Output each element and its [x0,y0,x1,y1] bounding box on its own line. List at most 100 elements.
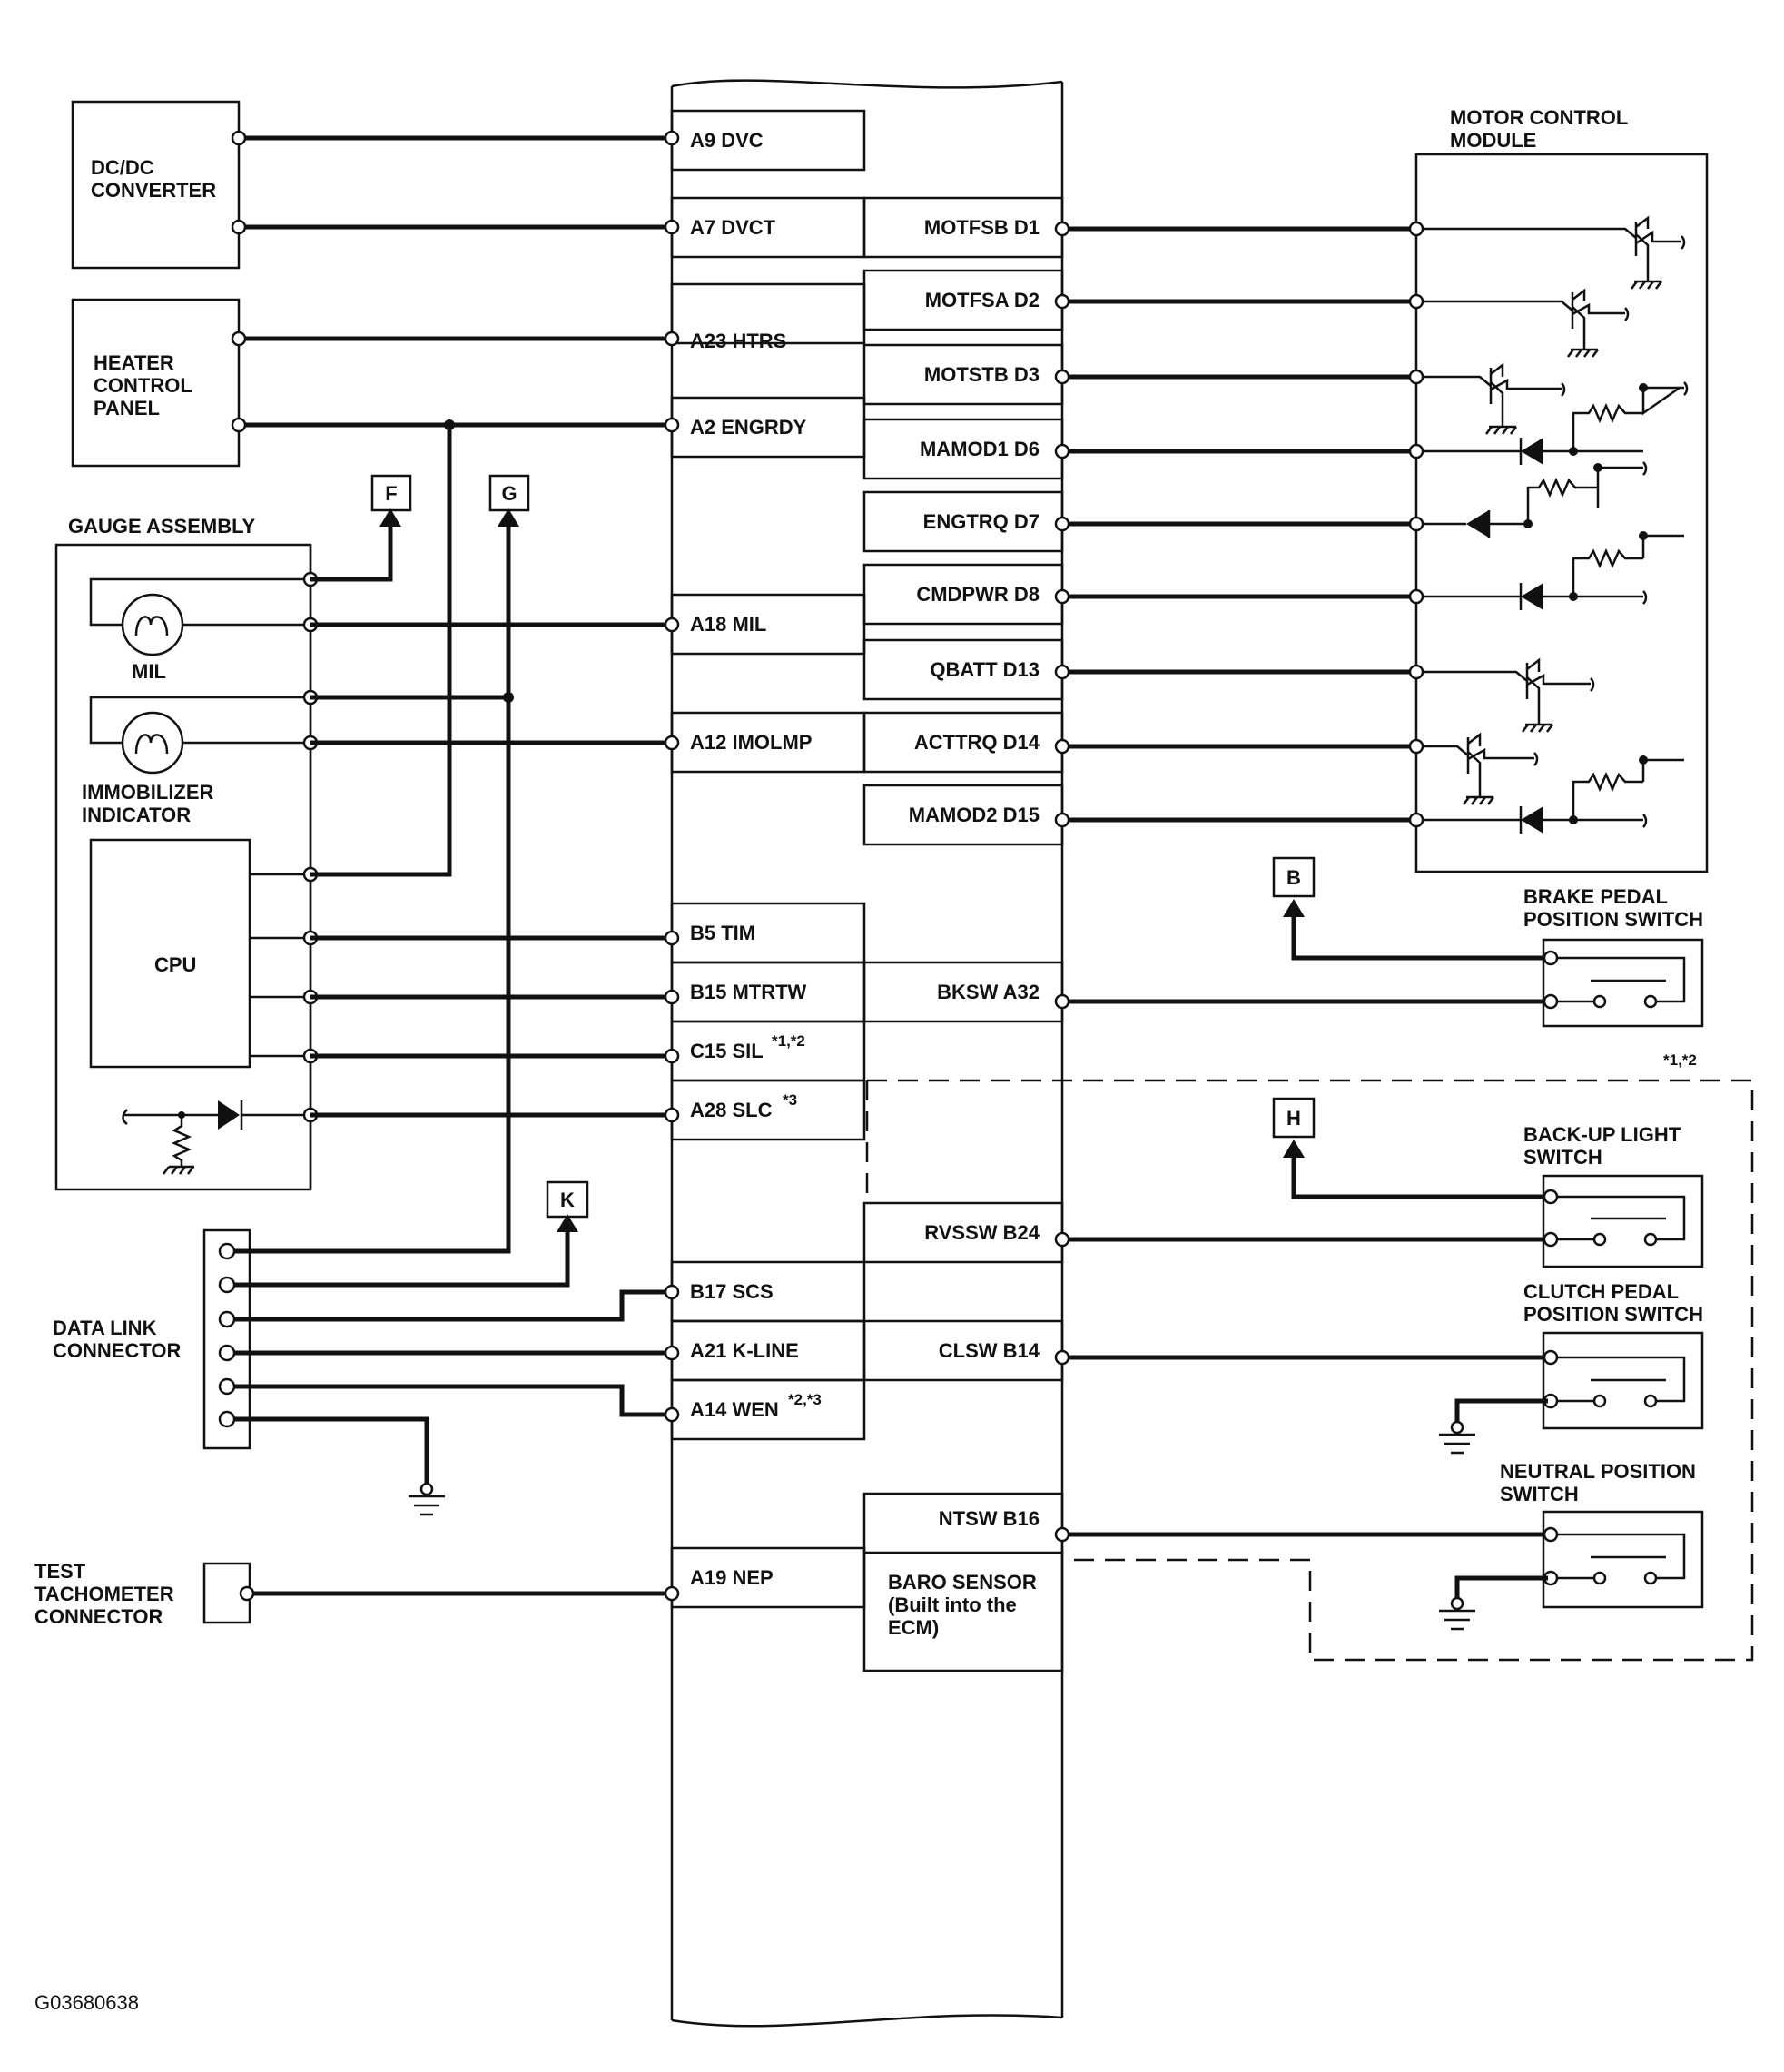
flag-f: F [370,474,412,512]
clutch-ground-icon [1439,1420,1475,1455]
note-slc: *3 [783,1091,797,1109]
motor-control-module-box [1414,153,1709,873]
pin-b15-mtrtw: B15 MTRTW [690,981,807,1003]
svg-text:BACK-UP LIGHT: BACK-UP LIGHT [1523,1123,1681,1146]
pin-rvssw-b24: RVSSW B24 [924,1221,1040,1244]
svg-text:K: K [560,1189,575,1211]
brake-switch-contact-icon [1557,956,1686,1009]
svg-text:DATA LINK: DATA LINK [53,1317,157,1339]
svg-text:MODULE: MODULE [1450,129,1536,152]
pin-a2-engrdy: A2 ENGRDY [690,416,807,439]
svg-text:IMMOBILIZER: IMMOBILIZER [82,781,214,804]
svg-text:CONVERTER: CONVERTER [91,179,216,202]
svg-text:CLUTCH PEDAL: CLUTCH PEDAL [1523,1280,1679,1303]
neutral-switch-box [1542,1510,1704,1609]
svg-text:BARO SENSOR: BARO SENSOR [888,1571,1037,1593]
brake-switch-box [1542,938,1704,1028]
mil-lamp-icon [121,593,184,656]
pin-a12-imolmp: A12 IMOLMP [690,731,812,754]
pin-mamod2-d15: MAMOD2 D15 [909,804,1040,826]
svg-text:SWITCH: SWITCH [1523,1146,1602,1169]
svg-text:BRAKE PEDAL: BRAKE PEDAL [1523,885,1668,908]
immobilizer-indicator-label: IMMOBILIZER INDICATOR [82,781,214,826]
svg-text:H: H [1286,1107,1301,1130]
svg-text:SWITCH: SWITCH [1500,1483,1579,1505]
svg-text:TACHOMETER: TACHOMETER [34,1583,174,1605]
wire-clutch-ground [1454,1398,1548,1424]
pin-clsw-b14: CLSW B14 [939,1339,1040,1362]
pin-c15-sil: C15 SIL [690,1040,764,1062]
svg-text:ECM): ECM) [888,1616,939,1639]
note-sil: *1,*2 [772,1032,805,1050]
pin-mamod1-d6: MAMOD1 D6 [920,438,1040,460]
neutral-position-switch-label: NEUTRAL POSITION SWITCH [1500,1460,1696,1505]
flag-g: G [488,474,530,512]
pin-a14-wen: A14 WEN [690,1398,779,1421]
data-link-connector-label: DATA LINK CONNECTOR [53,1317,181,1362]
pin-b17-scs: B17 SCS [690,1280,774,1303]
brake-pedal-position-switch-label: BRAKE PEDAL POSITION SWITCH [1523,885,1703,931]
svg-text:F: F [385,482,397,505]
ground-icon [409,1482,445,1516]
immobilizer-lamp-icon [121,711,184,775]
back-up-light-switch-box [1542,1174,1704,1268]
svg-text:(Built into the: (Built into the [888,1593,1017,1616]
dcdc-converter-label: DC/DC CONVERTER [91,156,216,202]
baro-sensor-label: BARO SENSOR (Built into the ECM) [888,1571,1037,1639]
dashed-optional-outline [867,1079,1754,1662]
svg-text:G: G [501,482,517,505]
back-up-switch-contact-icon [1557,1195,1686,1247]
pin-a18-mil: A18 MIL [690,613,766,636]
pin-a9-dvc: A9 DVC [690,129,764,152]
clutch-switch-contact-icon [1557,1356,1686,1408]
wire-scs [234,1289,672,1322]
svg-text:MOTOR CONTROL: MOTOR CONTROL [1450,106,1628,129]
wire-brake-flag-b [1291,915,1548,961]
test-tachometer-connector-label: TEST TACHOMETER CONNECTOR [34,1560,174,1628]
back-up-light-switch-label: BACK-UP LIGHT SWITCH [1523,1123,1681,1169]
pin-qbatt-d13: QBATT D13 [930,658,1040,681]
svg-text:PANEL: PANEL [94,397,160,419]
svg-text:TEST: TEST [34,1560,86,1583]
data-link-connector-box [202,1228,251,1450]
wire-cpu-engrdy [310,425,452,877]
diode-icon [218,1100,240,1130]
neutral-ground-icon [1439,1596,1475,1631]
svg-text:HEATER: HEATER [94,351,174,374]
heater-control-panel-box [71,298,241,468]
heater-control-panel-label: HEATER CONTROL PANEL [94,351,192,419]
wire-flag-g [250,525,511,1254]
pin-motfsb-d1: MOTFSB D1 [924,216,1040,239]
dcdc-converter-box [71,100,241,270]
pin-a28-slc: A28 SLC [690,1099,773,1121]
svg-text:NEUTRAL POSITION: NEUTRAL POSITION [1500,1460,1696,1483]
mcm-pins [1054,221,1424,828]
note-dashed: *1,*2 [1663,1051,1697,1069]
svg-text:DC/DC: DC/DC [91,156,154,179]
svg-text:POSITION SWITCH: POSITION SWITCH [1523,908,1703,931]
note-wen: *2,*3 [788,1391,822,1408]
mcm-internal-circuits [1423,215,1689,834]
neutral-switch-contact-icon [1557,1533,1686,1585]
clutch-switch-box [1542,1331,1704,1430]
pin-a21-kline: A21 K-LINE [690,1339,799,1362]
pin-cmdpwr-d8: CMDPWR D8 [916,583,1040,606]
figure-id: G03680638 [34,1991,139,2014]
mil-label: MIL [132,660,166,683]
svg-text:CONNECTOR: CONNECTOR [34,1605,163,1628]
pin-motfsa-d2: MOTFSA D2 [925,289,1040,311]
pin-a23-htrs: A23 HTRS [690,330,786,352]
svg-text:POSITION SWITCH: POSITION SWITCH [1523,1303,1703,1326]
chassis-ground-icon [163,1165,194,1175]
svg-text:INDICATOR: INDICATOR [82,804,191,826]
wire-neutral-ground [1454,1575,1548,1600]
pin-ntsw-b16: NTSW B16 [939,1507,1040,1530]
pin-acttrq-d14: ACTTRQ D14 [914,731,1040,754]
clutch-pedal-position-switch-label: CLUTCH PEDAL POSITION SWITCH [1523,1280,1703,1326]
svg-text:CONTROL: CONTROL [94,374,192,397]
pin-motstb-d3: MOTSTB D3 [924,363,1040,386]
gauge-assembly-box [54,543,312,1191]
gauge-assembly-title: GAUGE ASSEMBLY [68,515,256,538]
pin-a7-dvct: A7 DVCT [690,216,776,239]
